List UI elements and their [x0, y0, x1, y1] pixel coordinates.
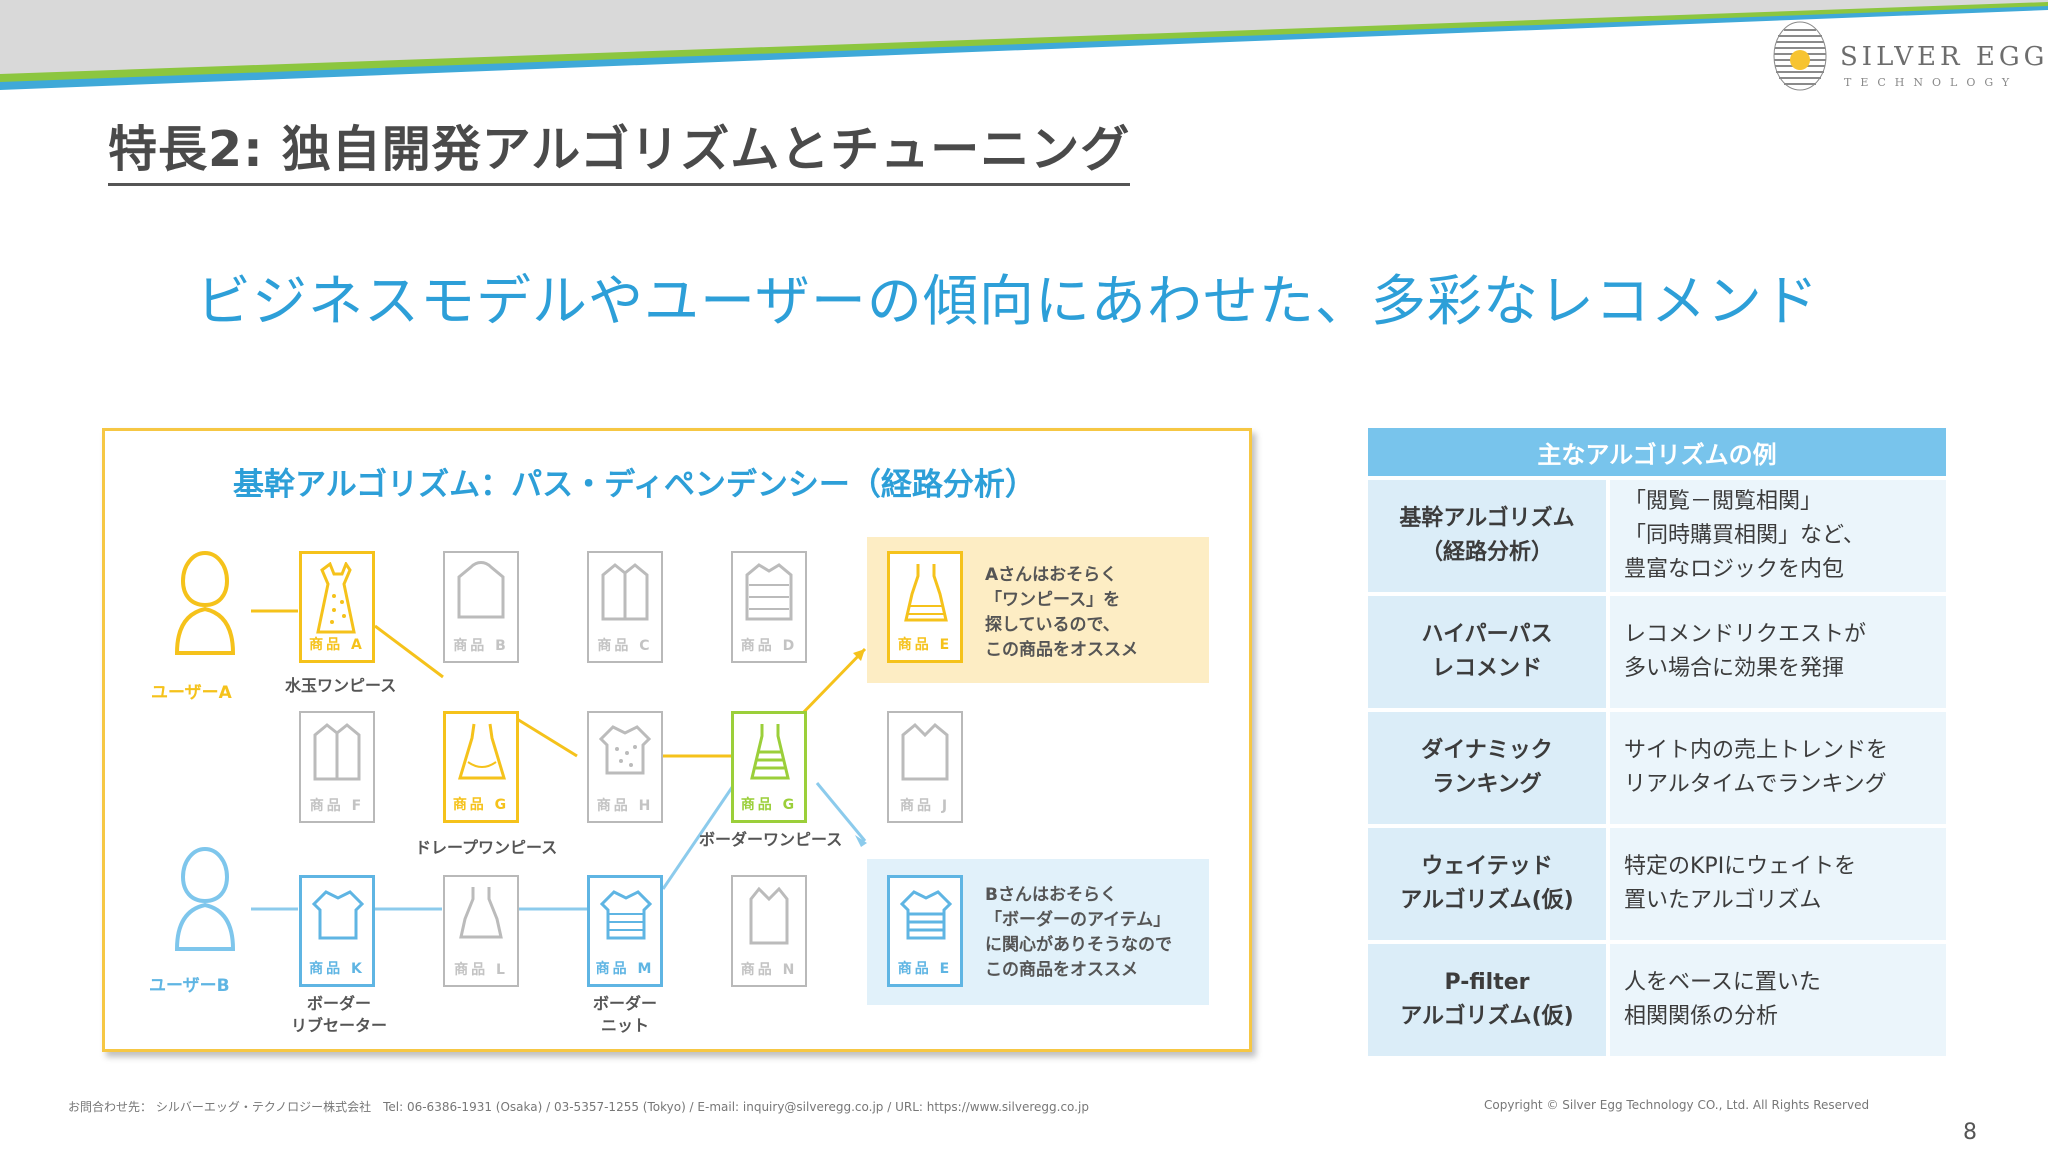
down-jacket-icon: [745, 563, 793, 621]
product-f-label: 商品 F: [309, 798, 365, 814]
user-a-icon: [174, 550, 236, 655]
product-e2-label: 商品 E: [897, 961, 953, 977]
user-b-icon: [174, 846, 236, 951]
table-row: 基幹アルゴリズム（経路分析） 「閲覧－閲覧相関」「同時購買相関」など、豊富なロジ…: [1368, 476, 1946, 594]
product-n-label: 商品 N: [740, 962, 798, 978]
caption-g1: ドレープワンピース: [415, 838, 558, 857]
cardigan-icon: [313, 723, 361, 781]
product-a: 商品 A: [299, 551, 375, 663]
algorithm-desc: レコメンドリクエストが多い場合に効果を発揮: [1608, 592, 1946, 710]
table-row: ダイナミックランキング サイト内の売上トレンドをリアルタイムでランキング: [1368, 708, 1946, 826]
footer-copyright: Copyright © Silver Egg Technology CO., L…: [1484, 1098, 1870, 1112]
diagram-title: 基幹アルゴリズム：パス・ディペンデンシー（経路分析）: [233, 467, 1036, 503]
algorithm-table: 主なアルゴリズムの例 基幹アルゴリズム（経路分析） 「閲覧－閲覧相関」「同時購買…: [1368, 428, 1946, 1056]
egg-logo-icon: [1773, 21, 1827, 91]
product-g-drape: 商品 G: [443, 711, 519, 823]
drape-dress-icon: [457, 723, 507, 780]
algorithm-name: 基幹アルゴリズム（経路分析）: [1368, 476, 1610, 594]
algorithm-name: ダイナミックランキング: [1368, 708, 1610, 826]
caption-k: ボーダー リブセーター: [291, 994, 388, 1035]
algorithm-desc: 特定のKPIにウェイトを置いたアルゴリズム: [1608, 824, 1946, 942]
algorithm-desc: サイト内の売上トレンドをリアルタイムでランキング: [1608, 708, 1946, 826]
table-row: ハイパーパスレコメンド レコメンドリクエストが多い場合に効果を発揮: [1368, 592, 1946, 710]
product-b: 商品 B: [443, 551, 519, 663]
user-b-label: ユーザーB: [149, 976, 230, 996]
jacket-icon: [901, 722, 949, 781]
caption-g2: ボーダーワンピース: [699, 830, 843, 849]
dotted-top-icon: [599, 725, 651, 775]
note-b: Bさんはおそらく 「ボーダーのアイテム」 に関心がありそうなので この商品をオス…: [985, 885, 1172, 980]
note-a: Aさんはおそらく 「ワンピース」を 探しているので、 この商品をオススメ: [985, 565, 1138, 660]
algorithm-table-header: 主なアルゴリズムの例: [1368, 428, 1946, 478]
product-f: 商品 F: [299, 711, 375, 823]
frill-dress-icon: [904, 564, 948, 622]
vest-icon: [749, 886, 789, 945]
caption-a: 水玉ワンピース: [285, 676, 397, 695]
product-g-border: 商品 G: [731, 711, 807, 823]
page-number: 8: [1963, 1120, 1977, 1145]
company-logo: SILVER EGG TECHNOLOGY: [1770, 18, 2044, 98]
polka-dress-icon: [316, 562, 356, 634]
user-a-label: ユーザーA: [151, 683, 232, 703]
logo-name: SILVER EGG: [1840, 42, 2048, 72]
product-g2-label: 商品 G: [740, 797, 798, 813]
logo-subtitle: TECHNOLOGY: [1844, 76, 2019, 89]
caption-m: ボーダー ニット: [593, 994, 658, 1035]
algorithm-desc: 人をベースに置いた相関関係の分析: [1608, 940, 1946, 1056]
border-dress-icon: [750, 724, 790, 780]
algorithm-desc: 「閲覧－閲覧相関」「同時購買相関」など、豊富なロジックを内包: [1608, 476, 1946, 594]
algorithm-name: ハイパーパスレコメンド: [1368, 592, 1610, 710]
product-n: 商品 N: [731, 875, 807, 987]
rib-sweater-icon: [312, 890, 364, 940]
border-top-icon: [900, 890, 952, 940]
algorithm-name: ウェイテッドアルゴリズム(仮): [1368, 824, 1610, 942]
product-e-recommend-a: 商品 E: [887, 551, 963, 663]
product-l: 商品 L: [443, 875, 519, 987]
product-b-label: 商品 B: [453, 638, 509, 654]
product-e-recommend-b: 商品 E: [887, 875, 963, 987]
product-d-label: 商品 D: [740, 638, 798, 654]
path-dependency-diagram: 基幹アルゴリズム：パス・ディペンデンシー（経路分析）: [102, 428, 1252, 1052]
page-title: 特長2: 独自開発アルゴリズムとチューニング: [108, 110, 1131, 186]
product-m: 商品 M: [587, 875, 663, 987]
product-j-label: 商品 J: [899, 798, 951, 814]
product-h-label: 商品 H: [596, 798, 654, 814]
product-c-label: 商品 C: [597, 638, 653, 654]
table-row: ウェイテッドアルゴリズム(仮) 特定のKPIにウェイトを置いたアルゴリズム: [1368, 824, 1946, 942]
product-j: 商品 J: [887, 711, 963, 823]
hoodie-icon: [457, 561, 505, 619]
slide-subtitle: ビジネスモデルやユーザーの傾向にあわせた、多彩なレコメンド: [196, 269, 1819, 333]
product-k-label: 商品 K: [309, 961, 365, 977]
product-a-label: 商品 A: [309, 637, 365, 653]
border-knit-icon: [600, 890, 652, 940]
product-m-label: 商品 M: [595, 961, 655, 977]
product-e1-label: 商品 E: [897, 637, 953, 653]
product-l-label: 商品 L: [454, 962, 508, 978]
footer-contact: お問合わせ先： シルバーエッグ・テクノロジー株式会社 Tel: 06-6386-…: [68, 1100, 1089, 1114]
product-c: 商品 C: [587, 551, 663, 663]
product-k: 商品 K: [299, 875, 375, 987]
product-d: 商品 D: [731, 551, 807, 663]
peplum-dress-icon: [459, 887, 503, 939]
product-g1-label: 商品 G: [452, 797, 510, 813]
coat-icon: [601, 563, 649, 621]
product-h: 商品 H: [587, 711, 663, 823]
header-banner: [0, 0, 2048, 90]
